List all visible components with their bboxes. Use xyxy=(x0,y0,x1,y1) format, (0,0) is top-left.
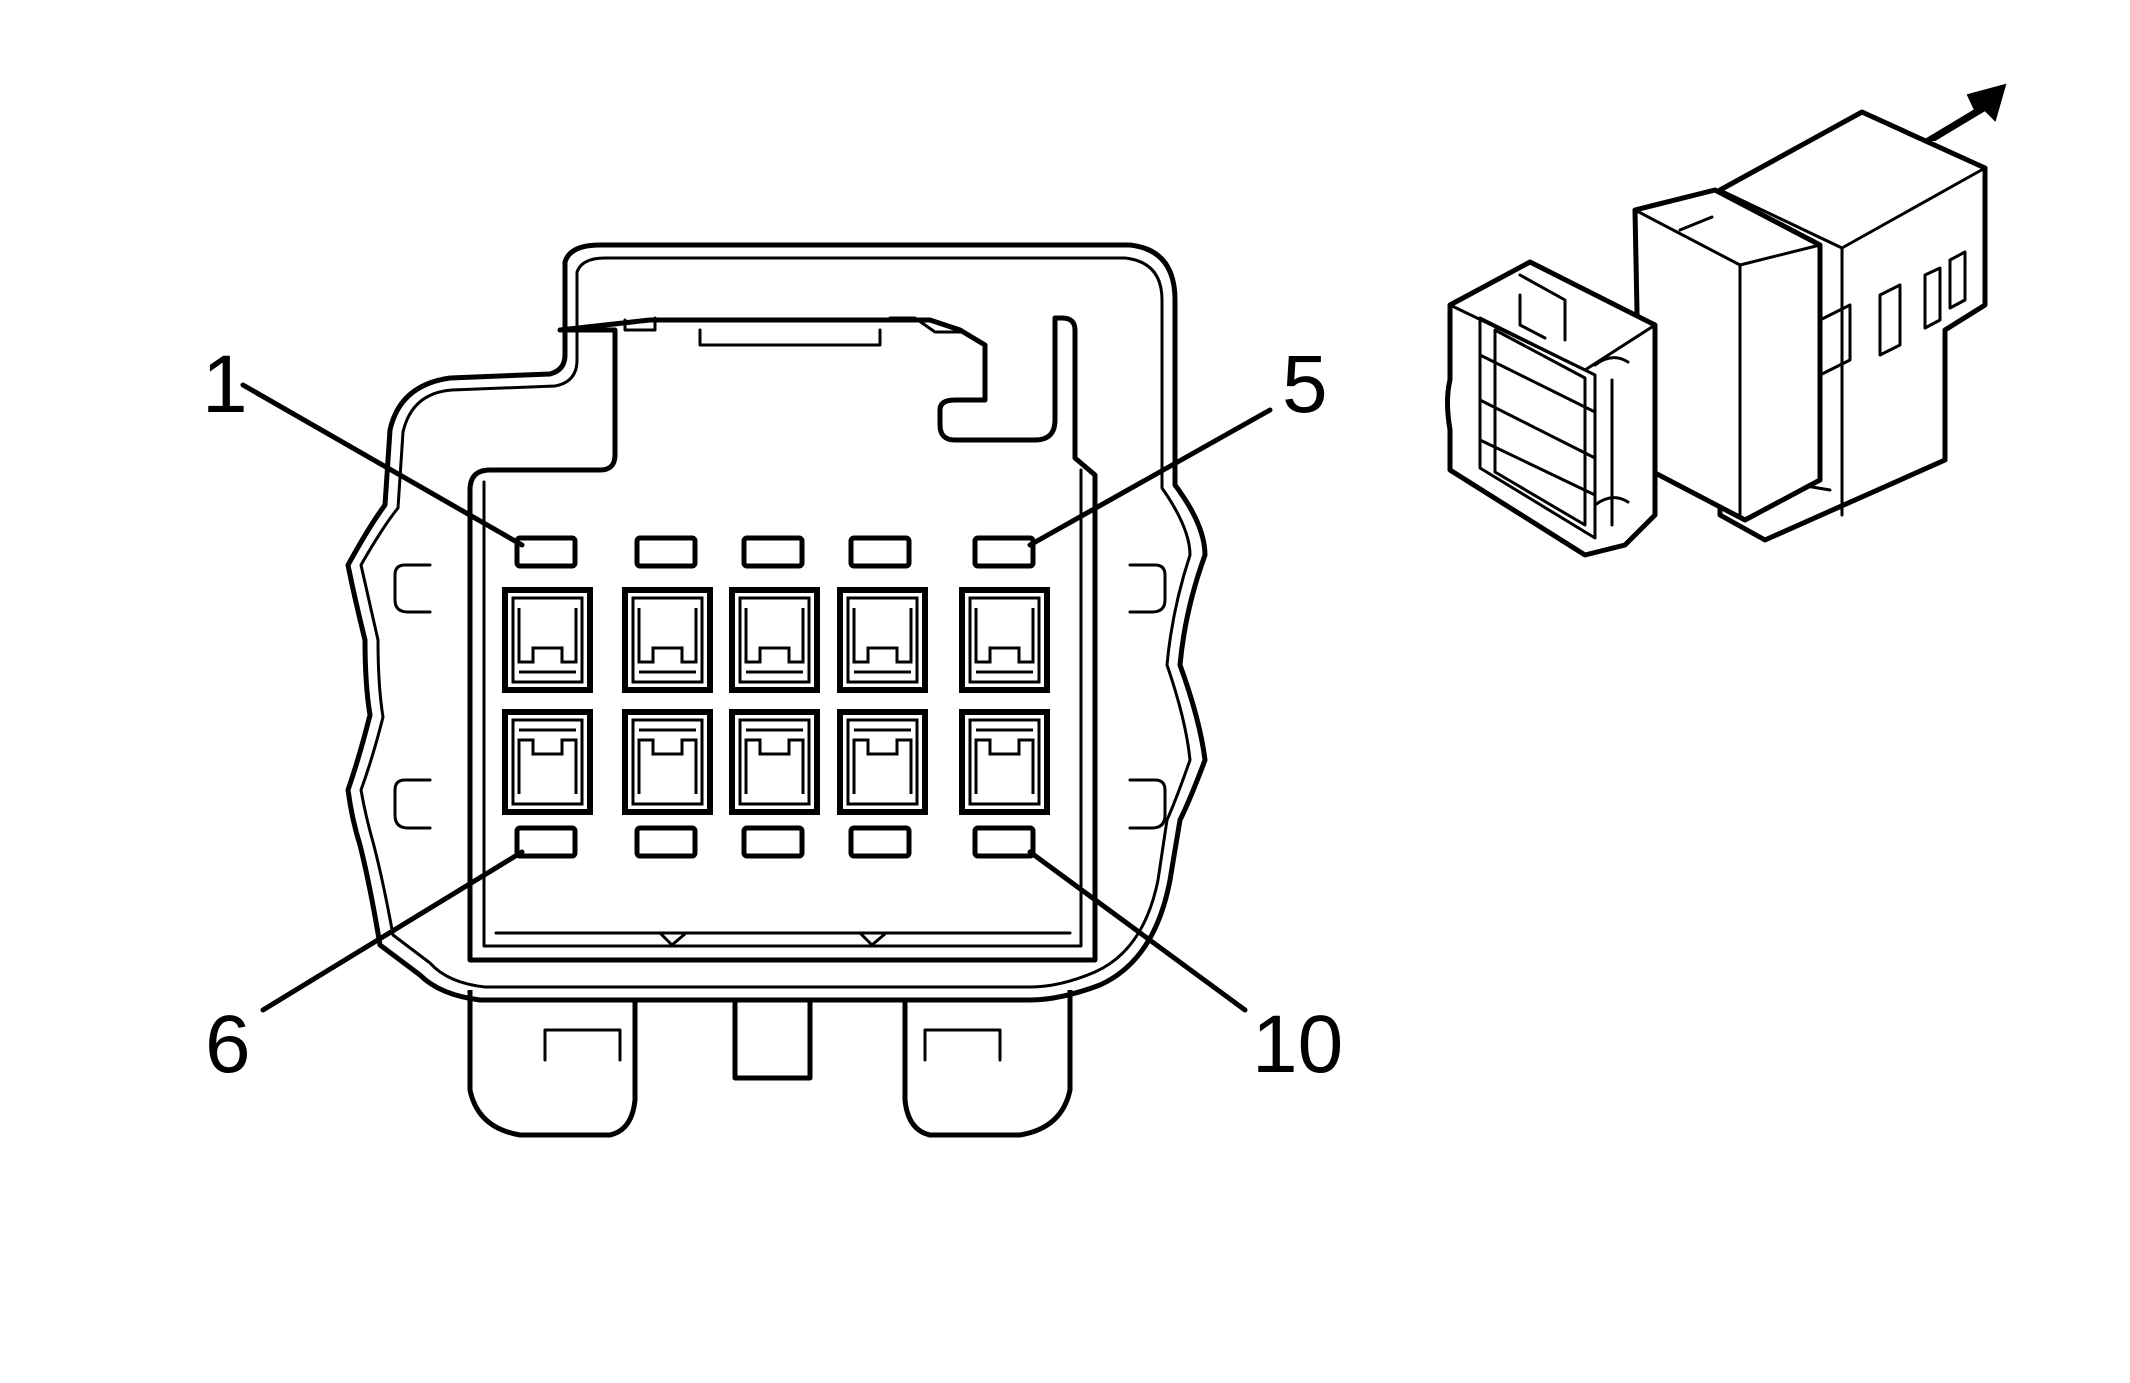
terminal-cavity xyxy=(622,709,713,815)
housing-outer-outline-inner xyxy=(359,256,1192,989)
connector-isometric-view xyxy=(1445,109,1988,558)
terminal-cavity xyxy=(837,587,928,693)
pin-label-5: 5 xyxy=(1282,339,1328,430)
arrow-up-right-icon xyxy=(1921,83,2007,141)
pin-label-6: 6 xyxy=(205,999,251,1090)
terminal-cavity xyxy=(837,709,928,815)
pin-label-10: 10 xyxy=(1252,999,1343,1090)
terminal-cavity xyxy=(959,587,1050,693)
side-notches xyxy=(393,563,1167,830)
top-pin-indicators xyxy=(514,535,1036,569)
terminal-cavity xyxy=(502,587,593,693)
terminal-cavity xyxy=(729,709,820,815)
terminal-cavities xyxy=(502,587,1050,815)
bottom-latch-tabs xyxy=(467,990,1073,1138)
leader-lines xyxy=(240,382,1273,1013)
terminal-cavity xyxy=(622,587,713,693)
pin-label-1: 1 xyxy=(202,339,248,430)
housing-outer-outline xyxy=(345,242,1208,1003)
bottom-pin-indicators xyxy=(514,825,1036,859)
terminal-cavity xyxy=(502,709,593,815)
terminal-cavity xyxy=(959,709,1050,815)
connector-face-view: 1 5 6 10 xyxy=(202,242,1343,1138)
housing-inner-wall xyxy=(467,315,1098,963)
terminal-cavity xyxy=(729,587,820,693)
